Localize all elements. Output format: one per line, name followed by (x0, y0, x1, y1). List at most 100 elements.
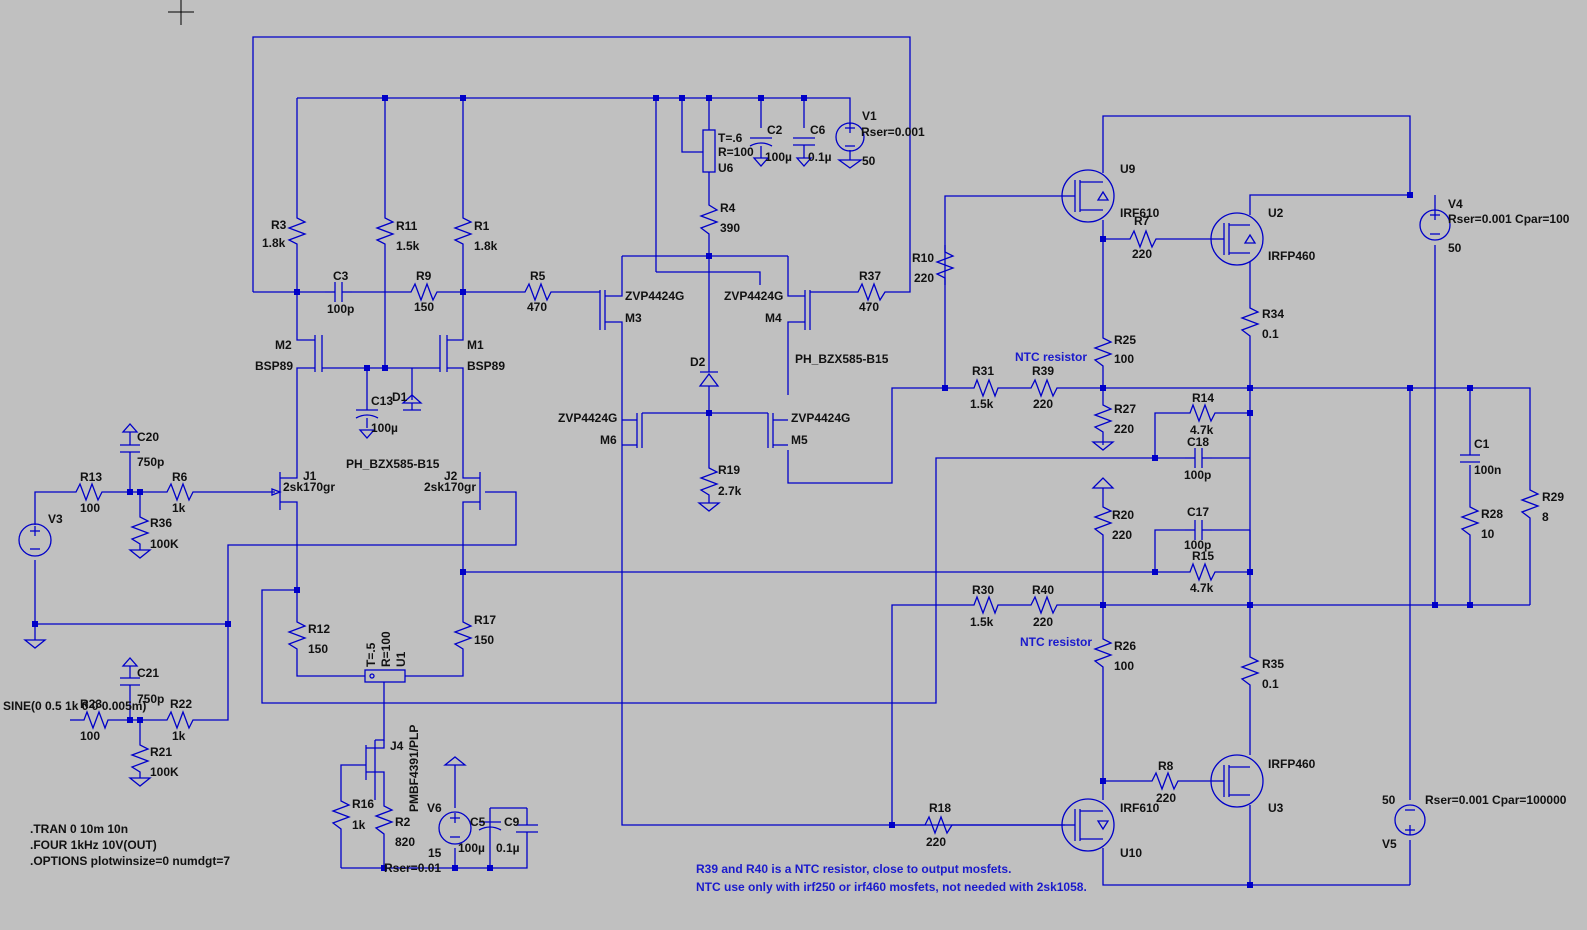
label-r2-ref: R2 (395, 815, 411, 829)
resistor-r16 (331, 795, 351, 835)
resistor-r22 (162, 710, 198, 730)
label-m4: M4 (765, 311, 782, 325)
resistor-r5 (520, 282, 555, 302)
label-r31-ref: R31 (972, 364, 994, 378)
resistor-r2 (374, 800, 394, 840)
mosfet-m3-icon (599, 290, 623, 330)
capacitor-c21 (120, 657, 140, 700)
label-r9-value: 150 (414, 300, 434, 314)
label-j2-model: 2sk170gr (424, 480, 476, 494)
directive-four: .FOUR 1kHz 10V(OUT) (30, 838, 157, 852)
ground-v3-icon (23, 639, 47, 649)
label-c9-value: 0.1µ (496, 841, 520, 855)
label-m6: M6 (600, 433, 617, 447)
power-mosfet-u10-icon (1061, 798, 1115, 852)
label-m2-model: BSP89 (255, 359, 293, 373)
label-r23-value: 100 (80, 729, 100, 743)
label-v6: V6 (427, 801, 442, 815)
ntc-u6-icon (700, 129, 716, 173)
label-u9-model: IRF610 (1120, 206, 1160, 220)
label-c6-ref: C6 (810, 123, 826, 137)
source-v6-icon (438, 811, 472, 845)
mosfet-m4-icon (787, 290, 811, 330)
mosfet-m5-icon (767, 413, 788, 448)
capacitor-c3 (325, 282, 352, 302)
label-r17-ref: R17 (474, 613, 496, 627)
label-c21-ref: C21 (137, 666, 159, 680)
transistors (271, 129, 1264, 852)
resistor-r20 (1093, 500, 1113, 542)
label-c5-value: 100µ (458, 841, 485, 855)
label-r40-value: 220 (1033, 615, 1053, 629)
resistor-r40 (1027, 595, 1063, 615)
resistor-r3 (287, 210, 307, 250)
voltage-sources (18, 122, 1451, 845)
label-r36-value: 100K (150, 537, 179, 551)
label-r25-value: 100 (1114, 352, 1134, 366)
label-r34-ref: R34 (1262, 307, 1284, 321)
note-line-1: R39 and R40 is a NTC resistor, close to … (696, 862, 1011, 876)
label-c21-value: 750p (137, 692, 164, 706)
label-c18-ref: C18 (1187, 435, 1209, 449)
ntc-u1-icon (364, 669, 406, 683)
label-r1-ref: R1 (474, 219, 490, 233)
label-r16-ref: R16 (352, 797, 374, 811)
resistor-r21 (130, 740, 150, 778)
label-r13-ref: R13 (80, 470, 102, 484)
junction-dots (32, 95, 1473, 888)
label-c1-ref: C1 (1474, 437, 1490, 451)
label-r23-ref: R23 (80, 697, 102, 711)
label-r30-ref: R30 (972, 583, 994, 597)
label-m5: M5 (791, 433, 808, 447)
label-c20-ref: C20 (137, 430, 159, 444)
spice-directives: .TRAN 0 10m 10n .FOUR 1kHz 10V(OUT) .OPT… (30, 822, 230, 868)
zener-d2-icon (698, 362, 720, 387)
label-u10-model: IRF610 (1120, 801, 1160, 815)
ground-r27-icon (1091, 441, 1115, 451)
label-c1-value: 100n (1474, 463, 1501, 477)
label-m3-model: ZVP4424G (625, 289, 684, 303)
annotations: NTC resistor NTC resistor R39 and R40 is… (696, 350, 1092, 894)
resistor-r15 (1185, 562, 1220, 582)
capacitor-c6 (793, 137, 815, 167)
label-r17-value: 150 (474, 633, 494, 647)
resistor-r31 (970, 378, 1002, 398)
label-u2-model: IRFP460 (1268, 249, 1316, 263)
label-r12-value: 150 (308, 642, 328, 656)
label-r27-ref: R27 (1114, 402, 1136, 416)
label-u2: U2 (1268, 206, 1284, 220)
label-v6-value: 15 (428, 846, 442, 860)
jfet-j4-icon (365, 740, 385, 780)
label-v6-param: Rser=0.01 (384, 861, 441, 875)
label-r29-ref: R29 (1542, 490, 1564, 504)
label-v1-param: Rser=0.001 (861, 125, 925, 139)
label-u1-res: R=100 (379, 631, 393, 667)
capacitor-c2 (749, 137, 773, 167)
label-r11-value: 1.5k (396, 239, 420, 253)
label-r4-value: 390 (720, 221, 740, 235)
label-j2: J2 (444, 469, 458, 483)
label-v4-param: Rser=0.001 Cpar=100 (1448, 212, 1570, 226)
label-c2-ref: C2 (767, 123, 783, 137)
resistor-r35 (1240, 650, 1260, 690)
label-v5-value: 50 (1382, 793, 1396, 807)
label-r21-value: 100K (150, 765, 179, 779)
resistor-r29 (1520, 485, 1540, 525)
label-r37-value: 470 (859, 300, 879, 314)
label-v1: V1 (862, 109, 877, 123)
label-v3: V3 (48, 512, 63, 526)
resistor-r39 (1027, 378, 1063, 398)
capacitor-c18 (1185, 448, 1212, 468)
label-r3-value: 1.8k (262, 236, 286, 250)
label-c6-value: 0.1µ (808, 150, 832, 164)
label-m1: M1 (467, 338, 484, 352)
label-m6-model: ZVP4424G (558, 411, 617, 425)
label-r1-value: 1.8k (474, 239, 498, 253)
label-r15-value: 4.7k (1190, 581, 1214, 595)
power-mosfet-u9-icon (1061, 169, 1115, 223)
label-r26-ref: R26 (1114, 639, 1136, 653)
resistor-r36 (130, 512, 150, 550)
ground-r36-icon (128, 549, 152, 559)
resistor-r26 (1093, 632, 1113, 672)
